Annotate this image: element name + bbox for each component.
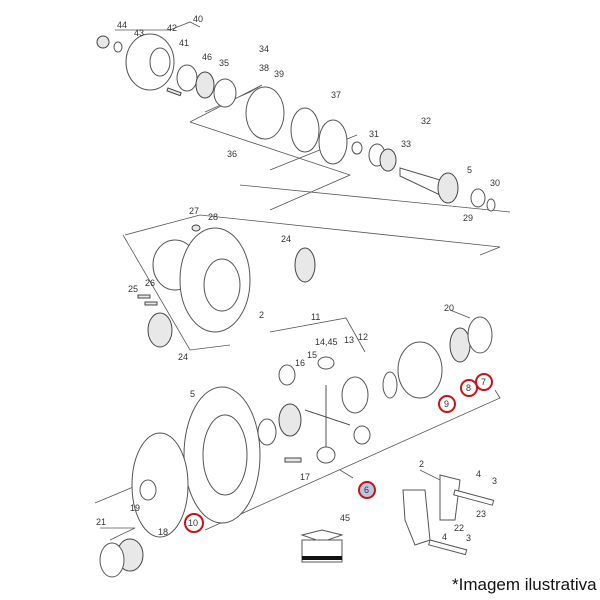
callout[interactable]: 37 [331,90,341,100]
callout[interactable]: 25 [128,284,138,294]
bearing-33 [379,148,397,172]
callout[interactable]: 39 [274,69,284,79]
callout[interactable]: 23 [476,509,486,519]
illustrative-image-caption: *Imagem ilustrativa [452,575,597,594]
bearing-caps [402,474,495,556]
callout-6[interactable]: 6 [364,485,369,495]
callout[interactable]: 18 [158,527,168,537]
callout[interactable]: 16 [295,358,305,368]
bearing-30 [470,188,486,208]
highlight-ring-9[interactable] [438,395,456,413]
differential-assembly [99,316,493,578]
callout-7[interactable]: 7 [481,377,486,387]
callout[interactable]: 11 [311,312,320,322]
callout[interactable]: 3 [492,476,497,486]
washer-29 [486,198,496,212]
callout-10[interactable]: 10 [188,518,198,528]
callout[interactable]: 19 [130,503,140,513]
callout[interactable]: 2 [259,310,264,320]
callout[interactable]: 38 [259,63,269,73]
callout[interactable]: 35 [219,58,229,68]
callout[interactable]: 15 [307,350,317,360]
callout[interactable]: 36 [227,149,237,159]
callout-8[interactable]: 8 [466,383,471,393]
bearing-20 [449,327,471,363]
housing-assembly [137,224,316,348]
callout[interactable]: 12 [358,332,368,342]
callout[interactable]: 40 [193,14,203,24]
pinion-assembly [96,33,496,212]
callout[interactable]: 2 [419,459,424,469]
callout[interactable]: 43 [134,28,144,38]
shim-37a [290,107,320,153]
nut-44 [96,35,110,49]
callout[interactable]: 31 [369,129,379,139]
bearing-housing-36 [245,86,285,140]
kit-box-45 [300,529,344,563]
callout[interactable]: 42 [167,23,177,33]
shim-37b [318,119,348,165]
callout[interactable]: 41 [179,38,189,48]
washer-43 [113,41,123,53]
callout[interactable]: 21 [96,517,106,527]
callout[interactable]: 44 [117,20,127,30]
callout[interactable]: 14,45 [315,337,338,347]
bearing-35 [195,71,215,99]
callout[interactable]: 3 [466,533,471,543]
washer-31 [351,141,363,155]
highlight-ring-7[interactable] [475,373,493,391]
diff-case-half [397,341,443,399]
callout[interactable]: 32 [421,116,431,126]
callout-9[interactable]: 9 [444,399,449,409]
callout[interactable]: 28 [208,212,218,222]
callout[interactable]: 46 [202,52,212,62]
highlight-ring-8[interactable] [460,379,478,397]
callout[interactable]: 33 [401,139,411,149]
pinion-shaft-5 [399,167,441,196]
callout[interactable]: 24 [281,234,291,244]
diff-case-10 [131,432,189,538]
callout[interactable]: 5 [467,165,472,175]
callout-labels: 44 43 42 40 41 46 34 35 38 39 37 32 31 3… [96,14,500,543]
selected-callout-ring-6[interactable] [358,481,376,499]
callout[interactable]: 20 [444,303,454,313]
bearing-24 [147,312,173,348]
seal-46 [176,64,198,92]
leader-lines [94,21,511,541]
callout[interactable]: 34 [259,44,269,54]
callout[interactable]: 4 [442,532,447,542]
highlighted-callouts: 7 8 9 10 6 [184,373,493,533]
callout[interactable]: 27 [189,206,199,216]
callout[interactable]: 17 [300,472,310,482]
bearing-cup-24 [294,247,316,283]
callout[interactable]: 30 [490,178,500,188]
callout[interactable]: 22 [454,523,464,533]
callout[interactable]: 45 [340,513,350,523]
highlight-ring-10[interactable] [184,513,204,533]
callout[interactable]: 26 [145,278,155,288]
callout[interactable]: 24 [178,352,188,362]
callout[interactable]: 13 [344,335,354,345]
callout[interactable]: 5 [190,389,195,399]
callout[interactable]: 4 [476,469,481,479]
plug-27 [191,224,201,232]
callout[interactable]: 29 [463,213,473,223]
